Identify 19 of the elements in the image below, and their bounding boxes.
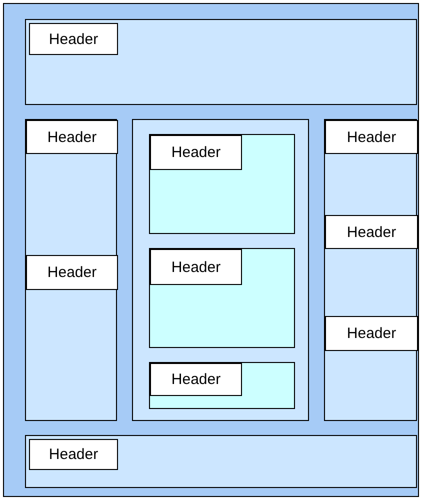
header-tab: Header [150, 363, 242, 396]
header-tab: Header [150, 249, 242, 285]
header-tab: Header [26, 255, 118, 290]
header-tab: Header [26, 120, 118, 154]
panel [25, 119, 117, 421]
panel [25, 19, 417, 105]
header-tab: Header [29, 23, 118, 55]
header-tab: Header [150, 135, 242, 170]
header-tab: Header [325, 120, 418, 154]
header-tab: Header [29, 439, 118, 470]
header-tab: Header [325, 316, 418, 351]
panel [324, 119, 417, 421]
content-box [149, 362, 295, 409]
header-tab: Header [325, 215, 418, 249]
panel [132, 119, 309, 421]
content-box [149, 134, 295, 234]
page-frame [3, 3, 419, 497]
panel [25, 435, 417, 488]
content-box [149, 248, 295, 348]
